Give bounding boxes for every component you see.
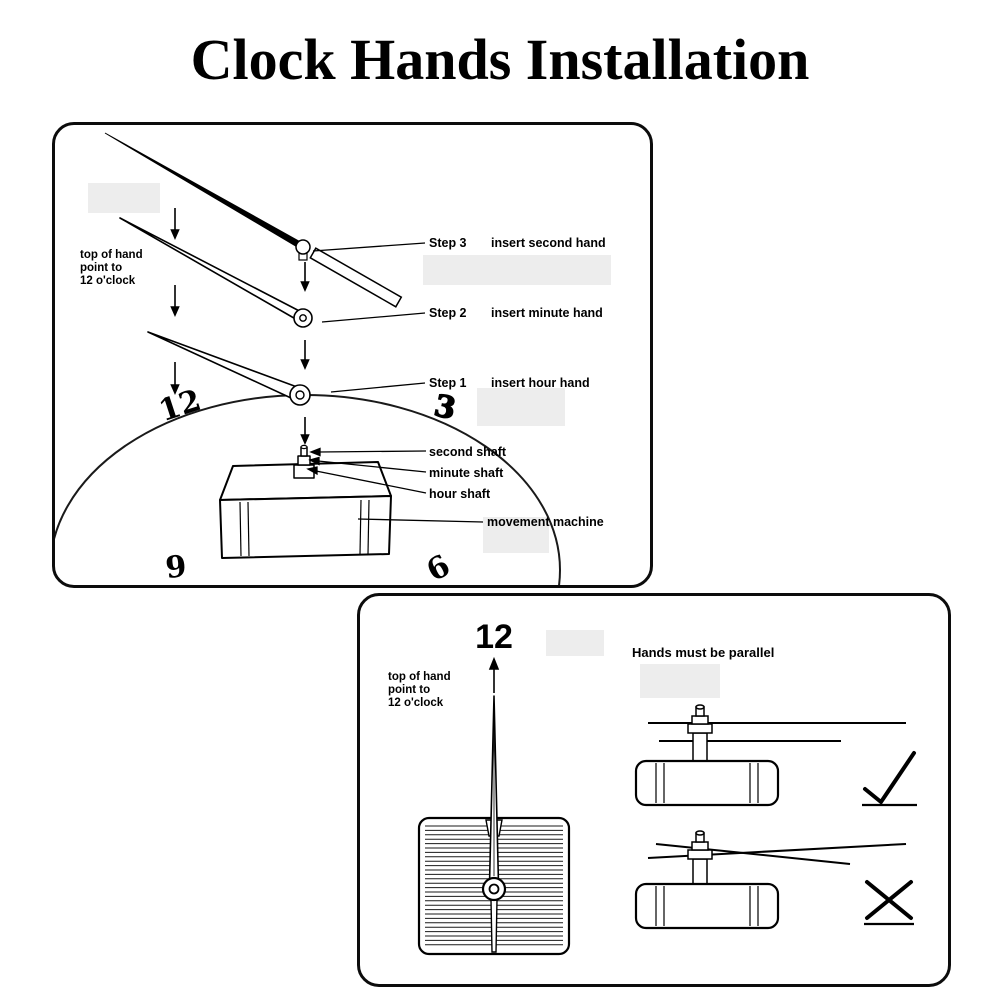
note-line: 12 o'clock (388, 697, 444, 709)
movement-side-body (634, 882, 780, 930)
machine-seam (367, 499, 370, 555)
assembly-arrows (300, 262, 310, 445)
step1-label: Step 1 (429, 376, 467, 390)
movement-machine (219, 444, 392, 559)
shaft-ring (691, 715, 709, 725)
up-arrow-head (488, 656, 500, 670)
note-line: point to (388, 684, 430, 696)
shaft-ring (691, 841, 709, 851)
parallel-correct-diagram (634, 704, 917, 807)
down-arrow-head (300, 281, 310, 292)
watermark-ghost (483, 517, 549, 553)
parallel-check-panel: 12 top of hand point to 12 o'clock (357, 593, 951, 987)
step3-label: Step 3 (429, 236, 467, 250)
leader-arrow-head (308, 456, 320, 466)
second-hand-hub (295, 239, 311, 255)
hour-hand-hole (295, 390, 305, 400)
machine-seam (247, 501, 250, 557)
minute-shaft (297, 455, 311, 466)
hand-tail (490, 899, 498, 953)
down-arrow-head (170, 384, 180, 395)
step-callouts (312, 242, 426, 393)
second-hand (104, 132, 403, 308)
note-line: 12 o'clock (80, 275, 136, 287)
note-line: top of hand (388, 671, 451, 683)
movement-machine-label: movement machine (487, 515, 604, 529)
clock-number-12: 12 (155, 383, 206, 429)
minute-hand (119, 217, 313, 328)
leader-line (317, 460, 427, 473)
leader-arrow-head (309, 447, 321, 457)
machine-seam (239, 501, 242, 557)
shaft-column (692, 732, 708, 762)
hour-hand (147, 331, 311, 406)
down-arrow-head (300, 359, 310, 370)
shaft-tip (300, 444, 308, 450)
shaft-ring (687, 849, 713, 860)
orientation-note: top of hand point to 12 o'clock (80, 249, 143, 287)
machine-seam (359, 499, 362, 555)
leader-line (315, 470, 427, 494)
second-hand-tail (309, 247, 403, 308)
exploded-diagram: 12 3 9 6 (55, 132, 611, 585)
shaft-tip-cap (695, 830, 705, 836)
watermark-ghost (546, 630, 604, 656)
x-icon (865, 880, 913, 920)
clock-number-3: 3 (431, 388, 459, 427)
shaft-stack (687, 704, 713, 762)
shaft-callouts (306, 447, 484, 523)
note-line: top of hand (80, 249, 143, 261)
shaft-ring (687, 723, 713, 734)
watermark-ghost (423, 255, 611, 285)
clock-number-9: 9 (164, 549, 188, 585)
step2-text: insert minute hand (491, 306, 603, 320)
leader-line (357, 518, 484, 523)
leader-line (321, 312, 426, 323)
leader-line (330, 382, 426, 393)
leader-arrow-head (306, 466, 318, 476)
shaft-tip-cap (695, 704, 705, 710)
alignment-arrows (170, 208, 180, 395)
installation-steps-panel: 12 3 9 6 (52, 122, 653, 588)
shaft-column (692, 858, 708, 885)
step1-text: insert hour hand (491, 376, 590, 390)
hour-shaft-label: hour shaft (429, 487, 491, 501)
second-shaft-label: second shaft (429, 445, 507, 459)
leader-line (318, 450, 427, 453)
note-line: point to (80, 262, 122, 274)
parallel-diagram: 12 top of hand point to 12 o'clock (388, 618, 917, 956)
down-arrow-head (300, 434, 310, 445)
minute-hand-hole (299, 314, 307, 322)
parallel-wrong-diagram (634, 830, 914, 930)
movement-side-body (634, 759, 780, 807)
page-title: Clock Hands Installation (190, 27, 810, 92)
watermark-ghost (88, 183, 160, 213)
machine-front-face (219, 495, 392, 559)
step2-label: Step 2 (429, 306, 467, 320)
leader-line (312, 242, 426, 252)
movement-front-view (417, 695, 571, 956)
hour-shaft (293, 464, 315, 479)
check-icon (863, 751, 916, 805)
down-arrow-head (170, 306, 180, 317)
parallel-rule-label: Hands must be parallel (632, 645, 774, 660)
down-arrow-head (170, 229, 180, 240)
watermark-ghost (640, 664, 720, 698)
shaft-stack (687, 830, 713, 885)
orientation-note: top of hand point to 12 o'clock (388, 671, 451, 709)
clock-number-6: 6 (421, 548, 456, 585)
hand-hub-hole (488, 883, 500, 895)
step3-text: insert second hand (491, 236, 606, 250)
up-arrow (488, 656, 500, 693)
twelve-label: 12 (475, 618, 513, 656)
watermark-ghost (477, 388, 565, 426)
hand-edge-line (655, 843, 851, 865)
minute-shaft-label: minute shaft (429, 466, 504, 480)
